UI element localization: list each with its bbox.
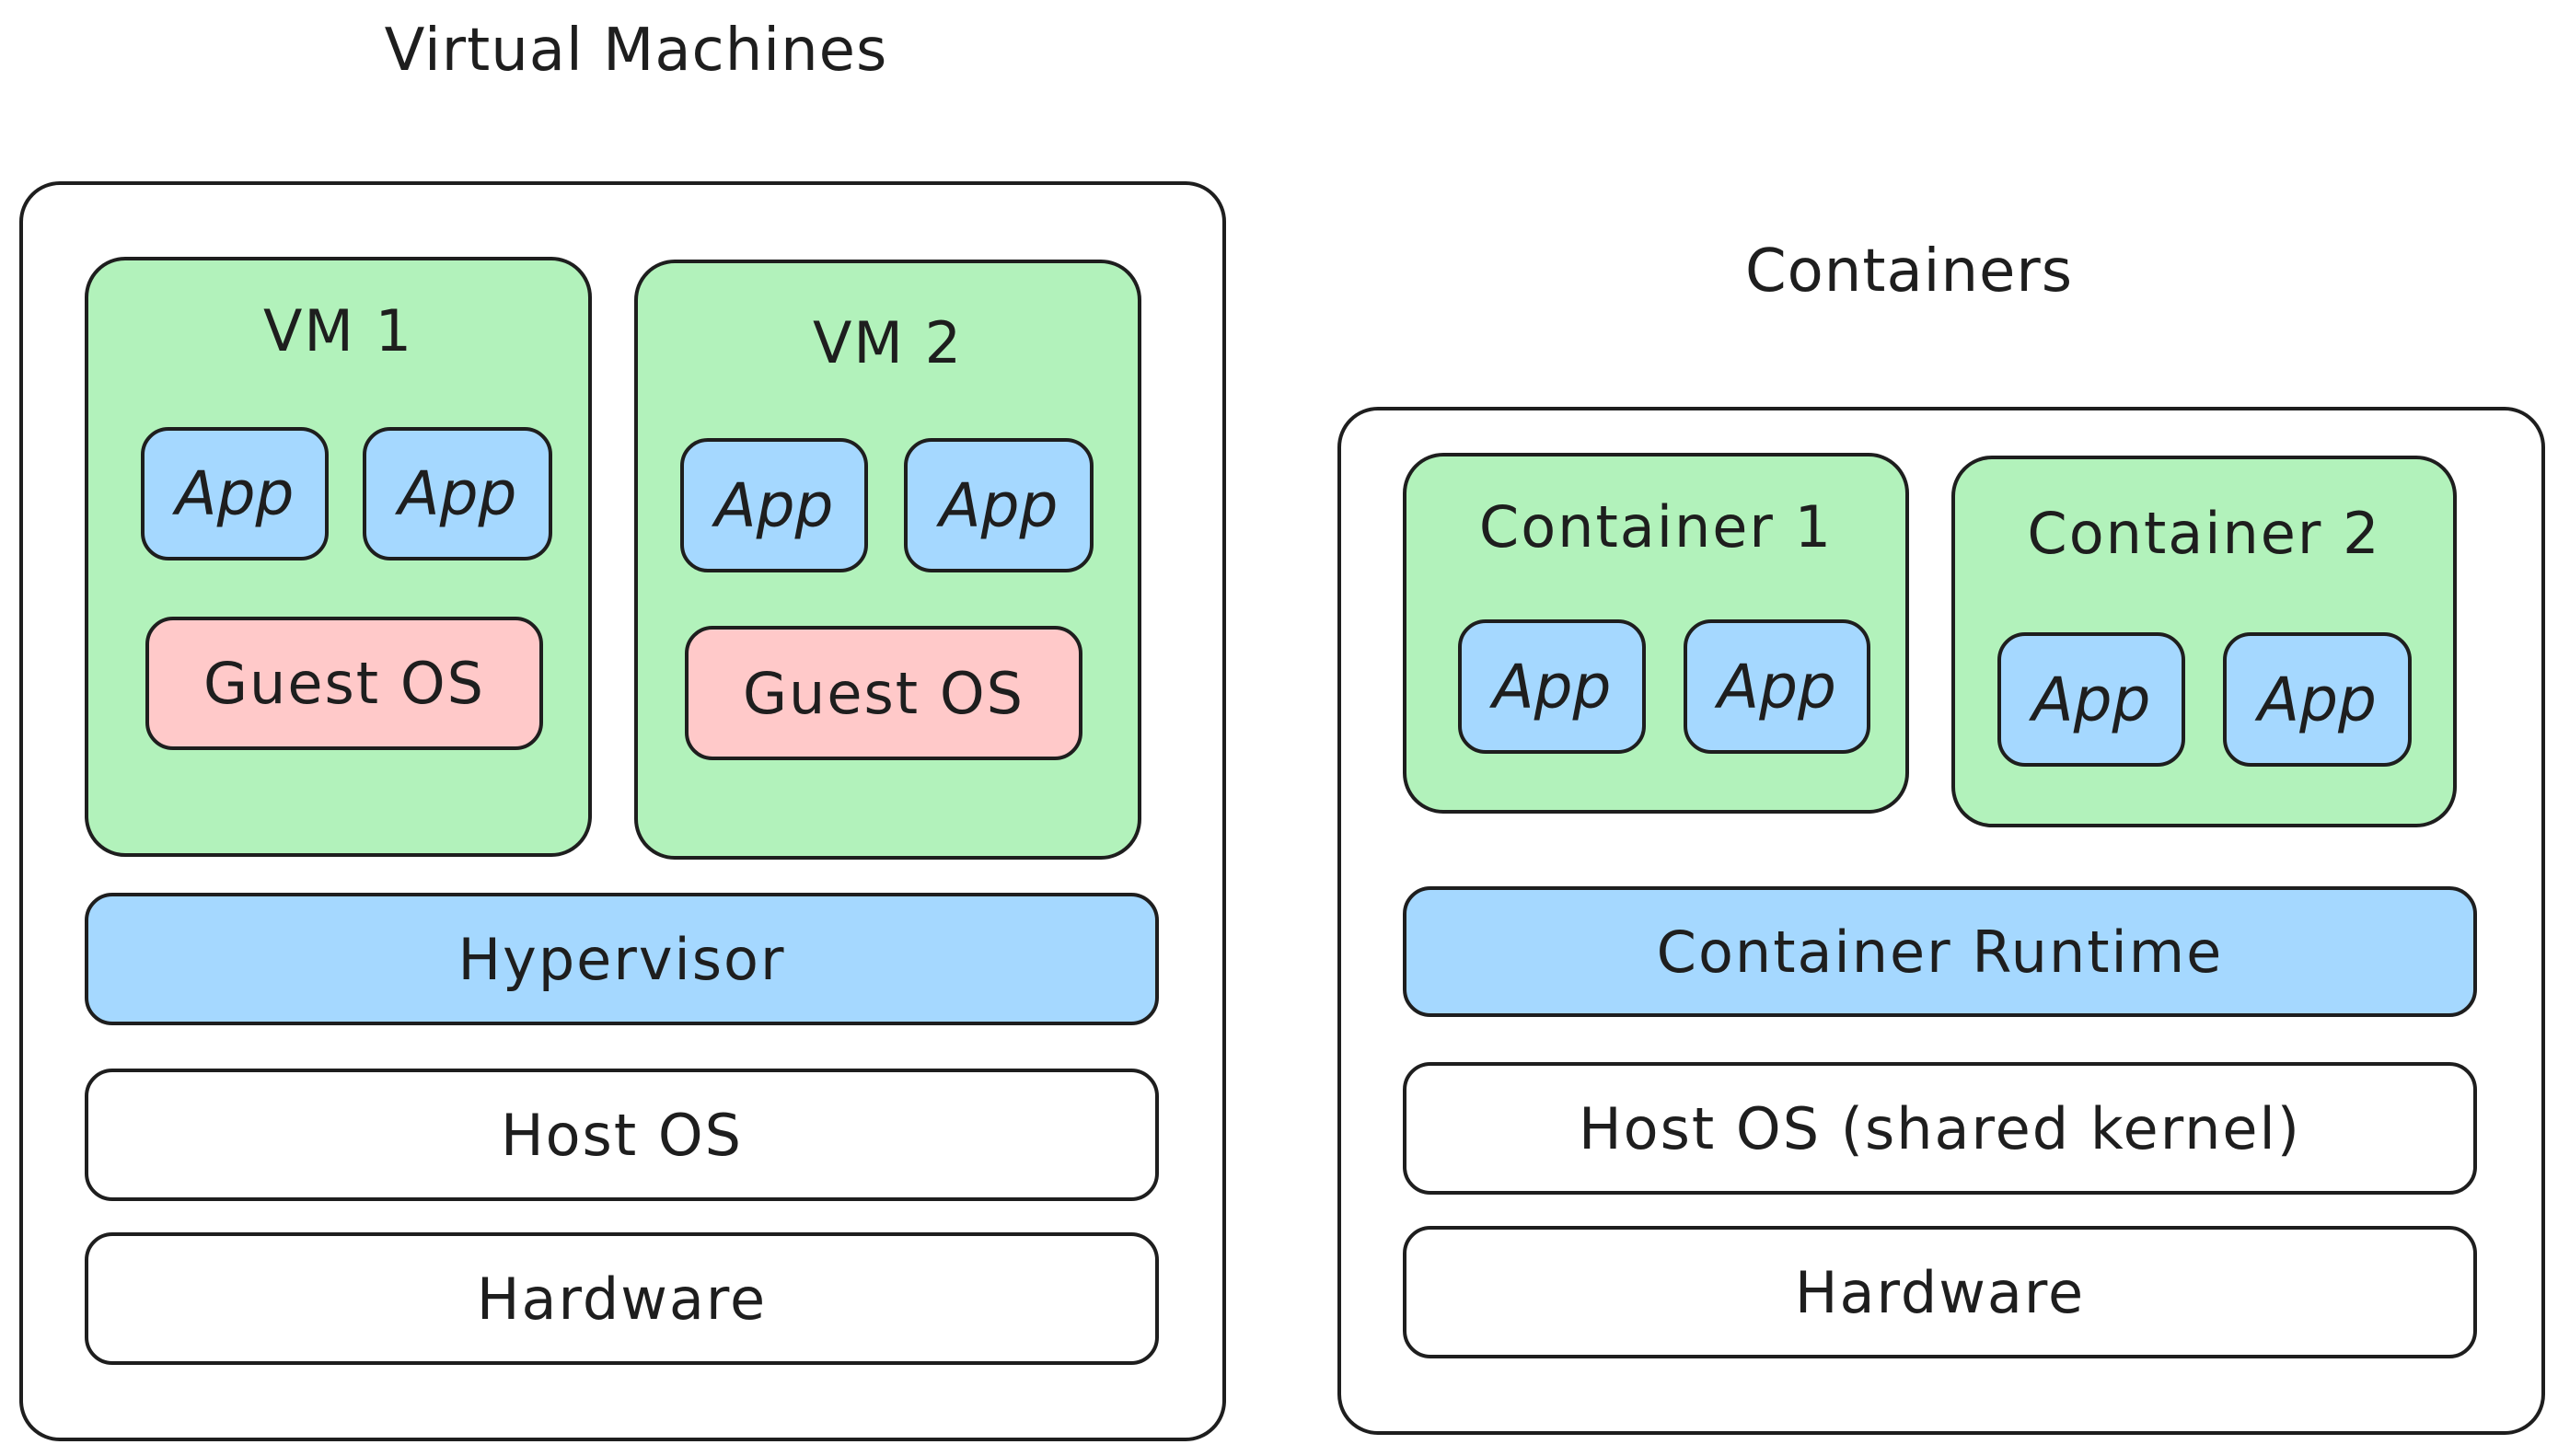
vm-2-app-2: App [904, 438, 1094, 572]
vm-1-app-2: App [363, 427, 552, 560]
vm-2-app-1: App [680, 438, 868, 572]
host-os-shared-kernel-label: Host OS (shared kernel) [1579, 1094, 2301, 1162]
app-label: App [714, 469, 834, 541]
vm-2-label: VM 2 [812, 309, 964, 376]
hypervisor-label: Hypervisor [457, 925, 786, 993]
vm-1-label: VM 1 [262, 297, 414, 364]
guest-os-label: Guest OS [203, 650, 485, 717]
app-label: App [175, 458, 295, 529]
container-2-label: Container 2 [2027, 500, 2381, 567]
container-1-app-2: App [1684, 619, 1870, 754]
app-label: App [939, 469, 1059, 541]
guest-os-label: Guest OS [743, 659, 1024, 727]
vm-host-os-layer: Host OS [85, 1069, 1159, 1201]
vm-1-app-1: App [141, 427, 329, 560]
vm-section-title: Virtual Machines [384, 17, 888, 85]
container-hardware-layer: Hardware [1403, 1226, 2477, 1358]
hardware-label: Hardware [1794, 1258, 2086, 1326]
app-label: App [1492, 651, 1612, 722]
app-label: App [1718, 651, 1836, 722]
container-2-app-2: App [2223, 632, 2412, 767]
container-2-app-1: App [1997, 632, 2185, 767]
container-1-label: Container 1 [1478, 493, 1834, 560]
vm-hardware-layer: Hardware [85, 1232, 1159, 1365]
vm-2-guest-os: Guest OS [685, 626, 1082, 760]
container-host-os-layer: Host OS (shared kernel) [1403, 1062, 2477, 1195]
hypervisor-layer: Hypervisor [85, 893, 1159, 1025]
container-runtime-label: Container Runtime [1656, 918, 2224, 986]
hardware-label: Hardware [476, 1265, 768, 1333]
app-label: App [2258, 664, 2377, 735]
vm-1-guest-os: Guest OS [145, 617, 543, 750]
container-1-app-1: App [1458, 619, 1646, 754]
container-runtime-layer: Container Runtime [1403, 886, 2477, 1017]
app-label: App [398, 458, 517, 529]
app-label: App [2031, 664, 2151, 735]
host-os-label: Host OS [500, 1101, 744, 1169]
containers-section-title: Containers [1744, 237, 2074, 306]
